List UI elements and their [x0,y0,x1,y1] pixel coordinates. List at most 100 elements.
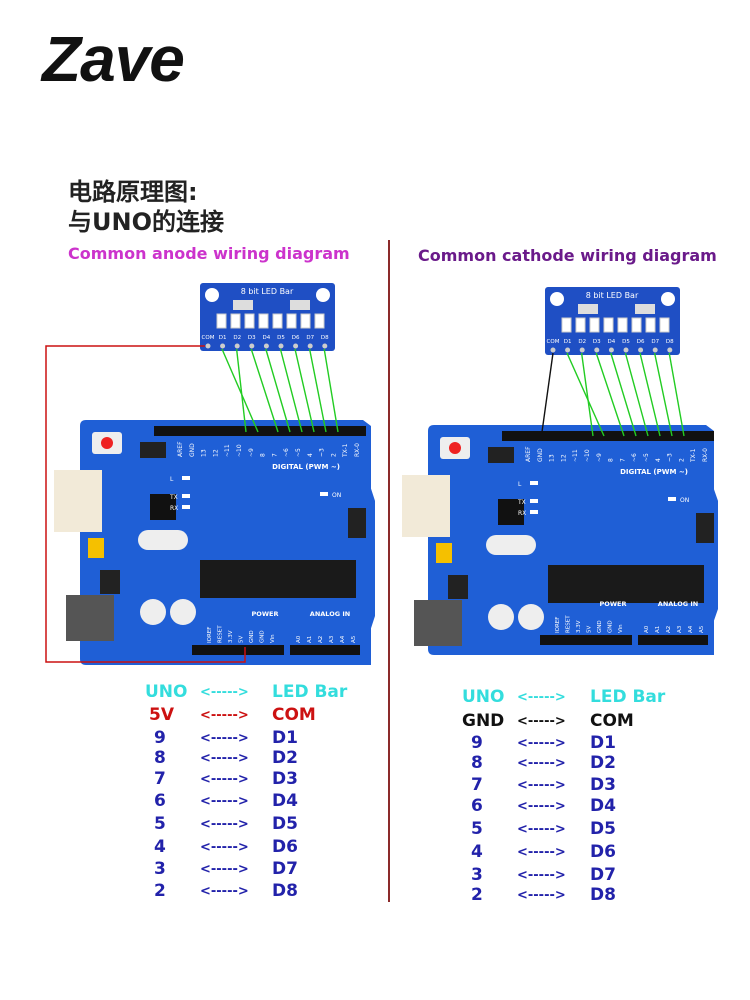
connection-arrow: <-----> [517,714,566,729]
connection-arrow: <-----> [200,817,249,832]
connection-arrow: <-----> [200,731,249,746]
data-wire [294,348,315,433]
electrolytic-cap [518,604,544,630]
digital-pin-label: 2 [330,453,337,457]
led-segment [314,313,325,329]
uno-pin: 6 [471,796,483,816]
brand-logo: Zave [42,23,185,95]
module-pin [205,343,211,349]
led-segment [659,317,670,333]
digital-pin-label: 12 [212,449,219,457]
uno-pin: 6 [154,791,166,811]
module-pin-label: D1 [564,339,572,345]
module-title: 8 bit LED Bar [586,291,639,300]
led-bar-pin: D3 [272,769,298,789]
digital-pin-label: ~11 [572,449,579,462]
led-bar-pin: D2 [590,753,616,773]
title-line-1: 电路原理图: [68,178,198,206]
digital-pin-label: ~10 [236,444,243,457]
board-led [182,494,190,498]
title-line-2: 与UNO的连接 [68,208,224,236]
led-bar-pin: D4 [590,796,616,816]
board-led [530,510,538,514]
reset-button-cap [449,442,461,454]
digital-label: DIGITAL (PWM ~) [272,463,340,471]
led-segment [589,317,600,333]
led-bar-pin: D7 [272,859,298,879]
board-led [530,499,538,503]
led-bar-pin: D7 [590,865,616,885]
data-wire [308,348,327,433]
digital-pin-label: ~9 [248,448,255,457]
resistor-array [578,304,598,314]
module-pin [550,347,556,353]
usb-chip [498,499,524,525]
data-wire [653,352,673,437]
digital-pin-label: ~6 [283,448,290,457]
digital-header [502,431,714,441]
com-to-gnd-wire [541,352,554,433]
capacitor [88,538,104,558]
power-pin-label: IOREF [207,627,213,643]
digital-pin-label: ~3 [319,448,326,457]
connection-arrow: <-----> [517,822,566,837]
board-led-label: L [170,476,174,483]
power-label: POWER [252,610,279,618]
uno-pin: 9 [154,728,166,748]
uno-pin: 3 [471,865,483,885]
analog-pin-label: A0 [644,625,650,633]
analog-label: ANALOG IN [310,610,350,618]
board-led [320,492,328,496]
module-pin-label: D7 [651,339,659,345]
uno-pin: 5V [149,705,174,725]
power-header [192,645,284,655]
connection-arrow: <-----> [517,888,566,903]
data-wire [279,348,303,433]
data-wire [221,348,259,433]
module-pin-label: D3 [248,335,256,341]
uno-pin: 7 [471,775,483,795]
digital-pin-label: AREF [177,441,184,457]
com-to-5v-wire [45,345,246,663]
led-bar-pin: D1 [590,733,616,753]
led-segment [575,317,586,333]
power-pin-label: GND [608,620,614,633]
led-bar-pin: D6 [590,842,616,862]
led-segment [300,313,311,329]
reset-button-cap [101,437,113,449]
digital-label: DIGITAL (PWM ~) [620,468,688,476]
connection-arrow: <-----> [200,840,249,855]
data-wire [323,348,339,433]
uno-pin: GND [462,711,505,731]
digital-pin-label: ~11 [224,444,231,457]
digital-pin-label: 4 [307,453,314,457]
uno-pin: 8 [154,748,166,768]
module-pin [579,347,585,353]
analog-pin-label: A1 [307,636,313,643]
led-bar-pin: D6 [272,837,298,857]
led-segment [244,313,255,329]
led-bar-pin: D1 [272,728,298,748]
connection-arrow: <-----> [200,751,249,766]
analog-pin-label: A4 [340,635,346,643]
module-pin [322,343,328,349]
digital-pin-label: 12 [560,454,567,462]
analog-pin-label: A2 [666,626,672,633]
uno-pin: 7 [154,769,166,789]
module-pin-label: D2 [578,339,586,345]
module-pin-label: D4 [263,335,271,341]
module-pin-label: D6 [637,339,645,345]
led-segment [617,317,628,333]
module-pin [667,347,673,353]
led-segment [230,313,241,329]
analog-pin-label: A3 [329,635,335,643]
module-pin-label: D6 [292,335,300,341]
regulator [448,575,468,599]
board-led-label: ON [332,492,341,499]
icsp-header [488,447,514,463]
led-bar-pin: D5 [272,814,298,834]
usb-port [402,475,450,537]
